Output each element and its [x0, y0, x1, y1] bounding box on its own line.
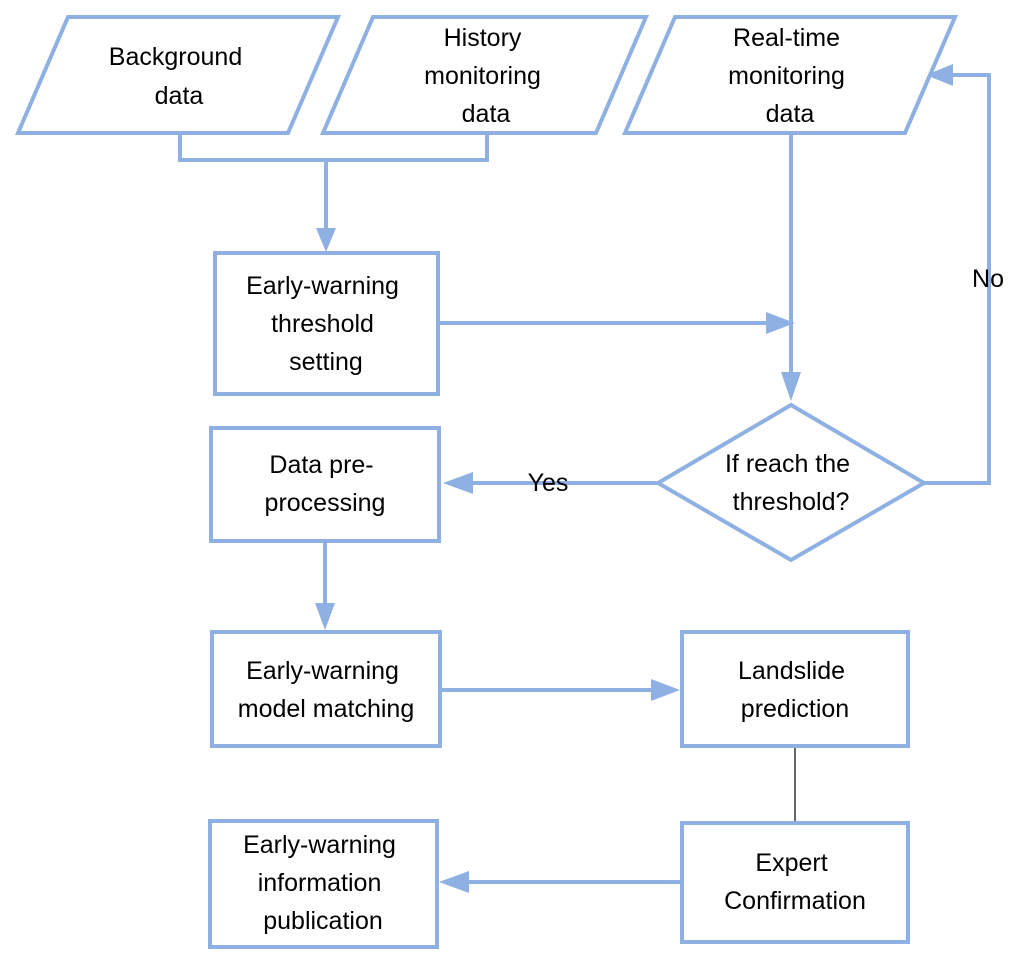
node-label-line: History — [444, 24, 522, 52]
parallelogram-shape — [621, 15, 959, 135]
node-label-line: Landslide — [738, 657, 845, 685]
process-box — [680, 821, 910, 944]
node-label-line: data — [462, 100, 511, 128]
edge-label-no: No — [972, 265, 1004, 293]
edge-background-merge — [178, 133, 489, 162]
node-label-line: monitoring — [424, 62, 541, 90]
process-box — [213, 251, 440, 396]
node-label-line: Early-warning — [243, 831, 396, 859]
node-label-line: Expert — [755, 849, 827, 877]
node-label-line: Confirmation — [724, 887, 866, 915]
decision-diamond — [654, 402, 928, 563]
node-label-line: Real-time — [733, 24, 840, 52]
node-label: Background data — [109, 43, 249, 110]
arrowhead-to-realtime — [926, 64, 953, 86]
arrowhead-to-prediction — [651, 679, 680, 701]
node-threshold-setting: Early-warning threshold setting — [213, 251, 440, 396]
edge-decision-no-loop — [924, 73, 991, 485]
node-label: Early-warning threshold setting — [246, 272, 406, 376]
edges — [178, 64, 991, 893]
process-box — [680, 630, 910, 748]
arrowhead-to-preprocessing — [443, 472, 473, 494]
node-label: History monitoring data — [424, 24, 548, 128]
node-label-line: processing — [265, 489, 386, 517]
arrowhead-to-publication — [439, 871, 469, 893]
node-label-line: publication — [263, 907, 383, 935]
node-realtime-monitoring-data: Real-time monitoring data — [621, 15, 959, 135]
node-label-line: prediction — [741, 695, 849, 723]
node-label-line: Data pre- — [269, 451, 373, 479]
node-label: Early-warning information publication — [243, 831, 403, 935]
node-label-line: data — [155, 82, 204, 110]
node-decision: If reach the threshold? — [654, 402, 928, 563]
node-label: Early-warning model matching — [238, 657, 414, 723]
arrowhead-to-model-matching — [315, 603, 335, 630]
arrowhead-to-decision — [781, 372, 801, 401]
process-box — [210, 630, 442, 748]
node-expert-confirmation: Expert Confirmation — [680, 821, 910, 944]
node-information-publication: Early-warning information publication — [208, 819, 439, 949]
arrowhead-threshold-setting-join — [766, 312, 795, 334]
arrowhead-to-threshold-setting — [316, 228, 336, 252]
node-label-line: threshold — [271, 310, 374, 338]
node-landslide-prediction: Landslide prediction — [680, 630, 910, 748]
process-box — [208, 819, 439, 949]
node-label-line: model matching — [238, 695, 414, 723]
node-label: Data pre- processing — [265, 451, 386, 517]
node-label-line: setting — [289, 348, 363, 376]
parallelogram-shape — [14, 15, 342, 135]
node-data-preprocessing: Data pre- processing — [209, 426, 441, 543]
node-label-line: threshold? — [733, 488, 850, 516]
process-box — [209, 426, 441, 543]
node-label-line: information — [258, 869, 382, 897]
node-label-line: Early-warning — [246, 657, 399, 685]
node-label-line: data — [766, 100, 815, 128]
node-label-line: Early-warning — [246, 272, 399, 300]
node-history-monitoring-data: History monitoring data — [319, 15, 650, 135]
node-label-line: monitoring — [728, 62, 845, 90]
node-label-line: Background — [109, 43, 242, 71]
node-label-line: If reach the — [725, 450, 850, 478]
node-label: If reach the threshold? — [725, 450, 857, 516]
node-background-data: Background data — [14, 15, 342, 135]
node-label: Landslide prediction — [738, 657, 852, 723]
node-model-matching: Early-warning model matching — [210, 630, 442, 748]
parallelogram-shape — [319, 15, 650, 135]
node-label: Expert Confirmation — [724, 849, 866, 915]
edge-label-yes: Yes — [528, 469, 569, 497]
node-label: Real-time monitoring data — [728, 24, 852, 128]
